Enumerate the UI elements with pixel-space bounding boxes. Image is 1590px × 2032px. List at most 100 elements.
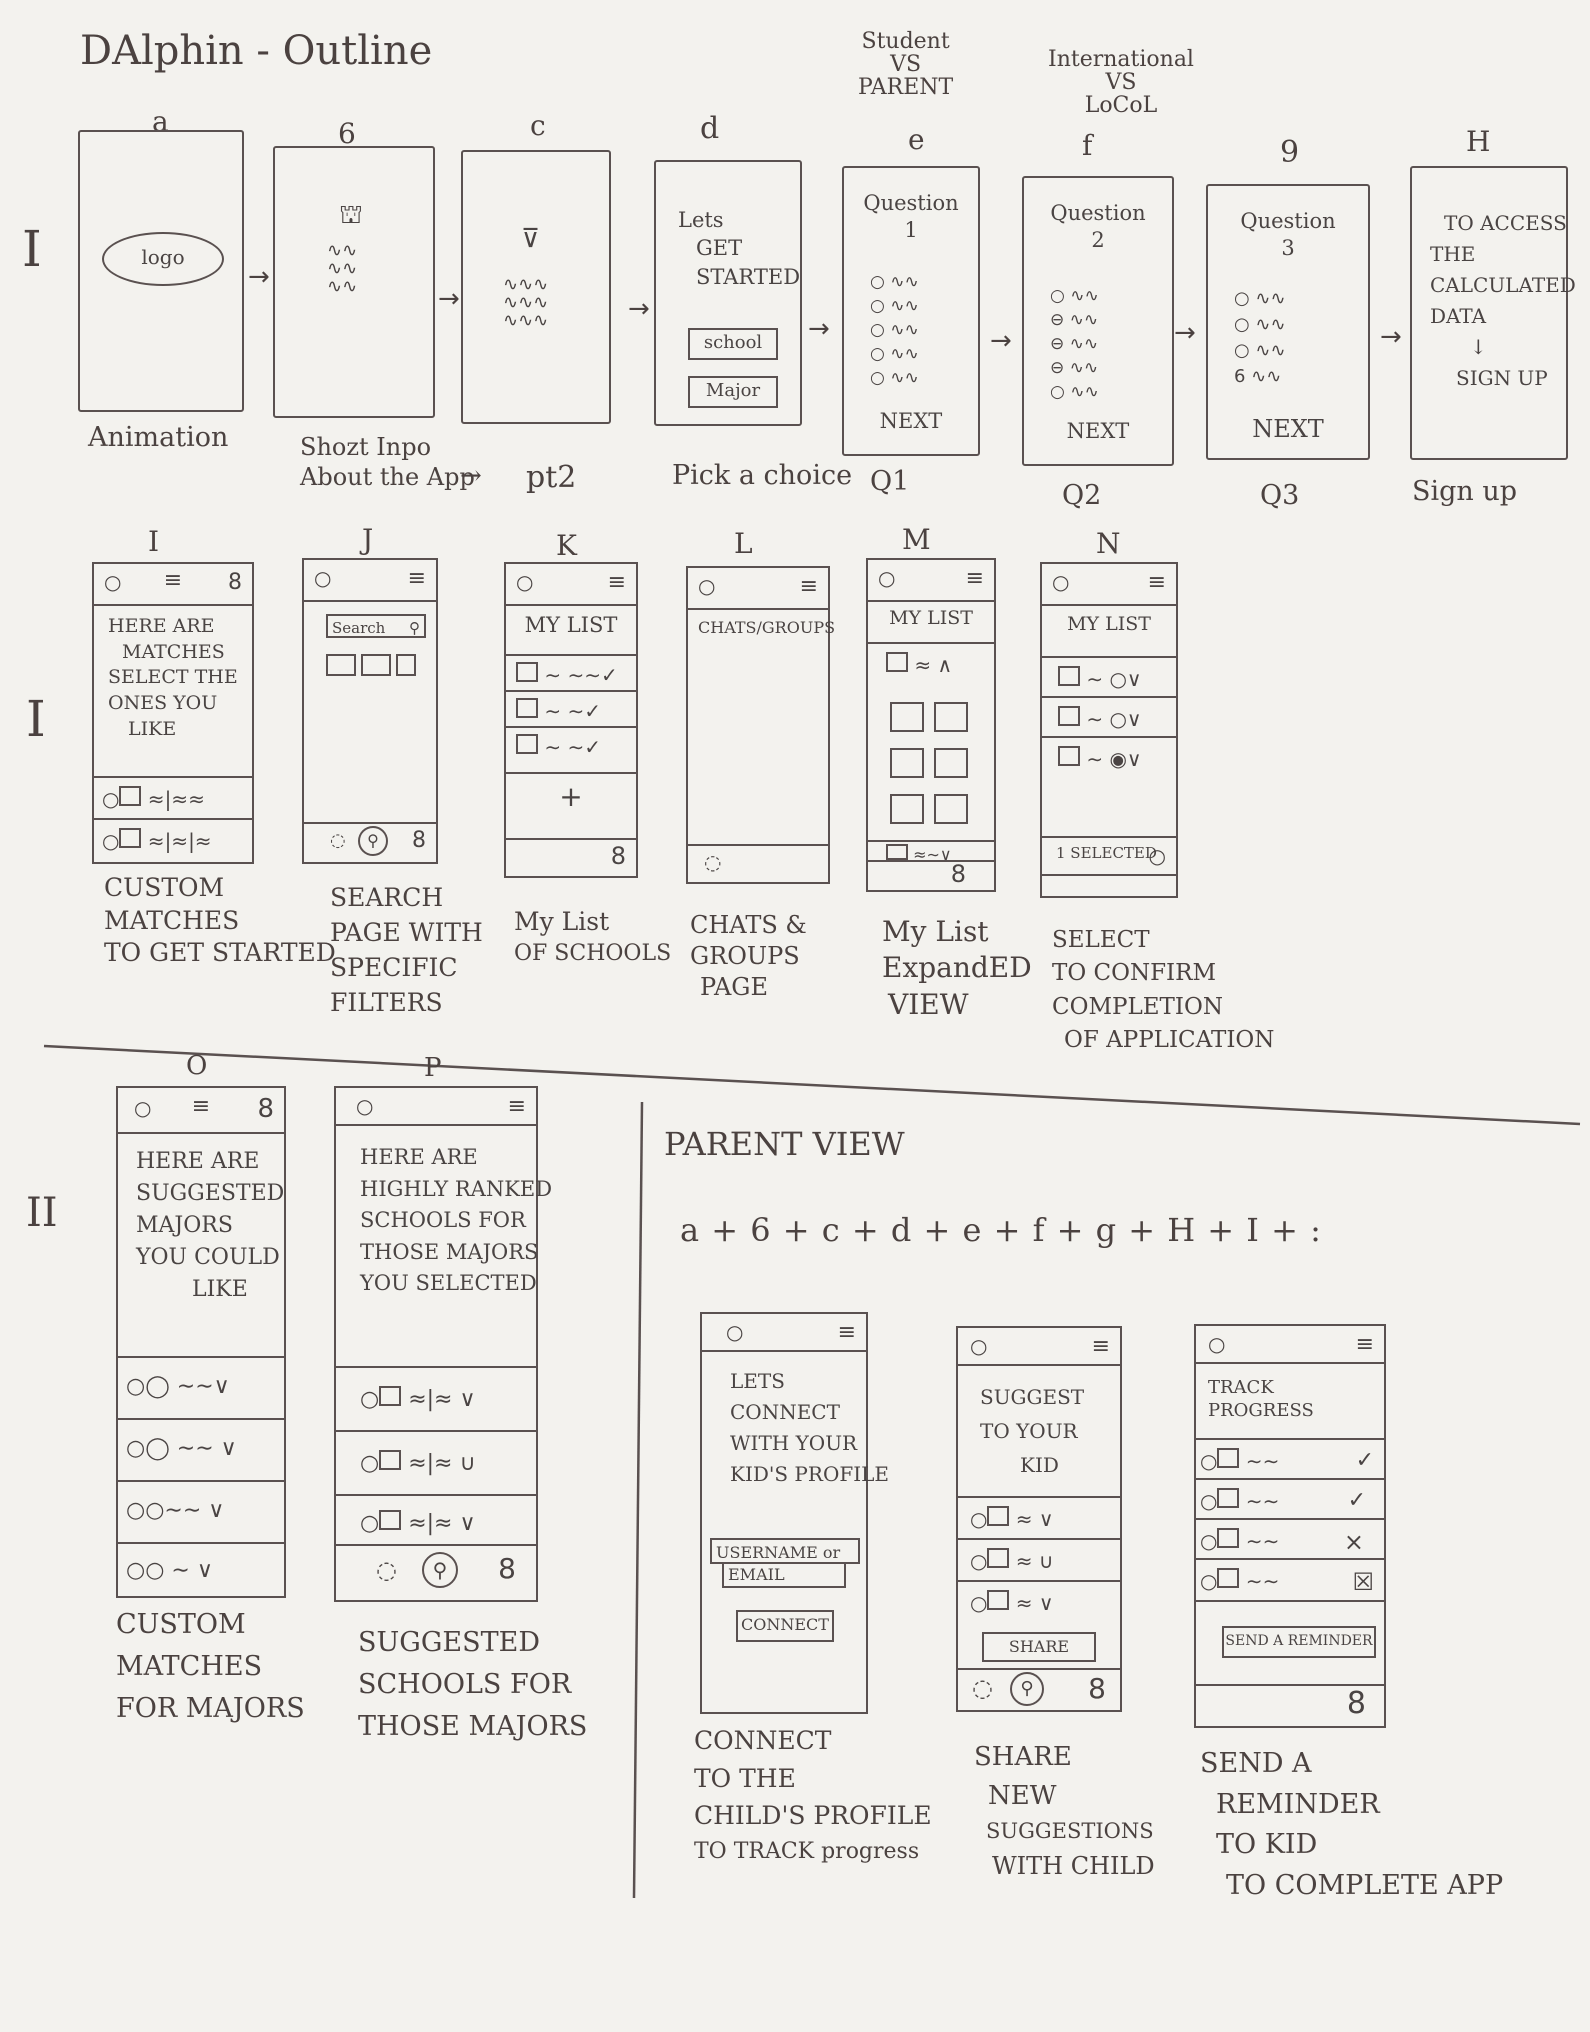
chat-icon[interactable]: ◌ (972, 1674, 993, 1702)
match-row[interactable]: ○ ≈|≈|≈ (94, 818, 252, 864)
profile-icon[interactable]: 8 (610, 842, 626, 870)
progress-row[interactable]: ○ ∼∼✓ (1196, 1438, 1384, 1480)
school-row[interactable]: ∼ ◉∨ (1042, 736, 1176, 778)
menu-icon[interactable]: ≡ (163, 568, 183, 593)
profile-icon[interactable]: 8 (412, 828, 426, 853)
selected-count-bar[interactable]: 1 SELECTED ○ (1042, 836, 1176, 876)
menu-icon[interactable]: ≡ (837, 1320, 856, 1345)
ranked-school-row[interactable]: ○ ≈|≈ ∪ (336, 1430, 536, 1496)
home-icon[interactable]: ○ (104, 570, 122, 594)
chat-icon[interactable]: ◌ (376, 1556, 397, 1584)
major-row[interactable]: ○◯ ∼∼∨ (118, 1356, 284, 1420)
menu-icon[interactable]: ≡ (507, 1094, 526, 1119)
connect-intro: LETS CONNECT WITH YOUR KID'S PROFILE (730, 1366, 889, 1490)
next-button[interactable]: NEXT (879, 409, 943, 433)
search-nav-icon[interactable]: ⚲ (422, 1552, 458, 1588)
home-icon[interactable]: ○ (726, 1320, 744, 1344)
expanded-row[interactable]: ≈ ∧ (868, 642, 994, 684)
progress-row[interactable]: ○ ∼∼✓ (1196, 1478, 1384, 1520)
arrow-right-icon: → (1174, 318, 1196, 348)
home-icon[interactable]: ○ (970, 1334, 988, 1358)
filter-boxes[interactable] (326, 654, 417, 680)
school-choice-button[interactable]: school (688, 328, 778, 360)
school-row[interactable]: ∼ ∼∼✓ (506, 654, 636, 692)
school-row[interactable]: ∼ ○∨ (1042, 656, 1176, 698)
profile-icon[interactable]: 8 (1088, 1672, 1106, 1705)
home-icon[interactable]: ○ (1052, 570, 1070, 594)
profile-icon[interactable]: 8 (1346, 1686, 1366, 1721)
caption-custom-matches: CUSTOM MATCHES TO GET STARTED (104, 872, 336, 970)
search-nav-icon[interactable]: ⚲ (358, 826, 388, 856)
menu-icon[interactable]: ≡ (1355, 1332, 1374, 1357)
arrow-right-icon: → (438, 284, 460, 314)
next-button[interactable]: NEXT (1066, 419, 1130, 443)
school-icon: ⛫ (339, 200, 363, 230)
progress-row[interactable]: ○ ∼∼☒ (1196, 1558, 1384, 1602)
chat-icon[interactable]: ◌ (704, 850, 722, 874)
home-icon[interactable]: ○ (1208, 1332, 1226, 1356)
text-line: STARTED (696, 264, 801, 289)
menu-icon[interactable]: ≡ (407, 566, 426, 591)
match-row[interactable]: ○ ≈|≈≈ (94, 776, 252, 822)
home-icon[interactable]: ○ (698, 574, 716, 598)
email-field[interactable]: EMAIL (722, 1564, 846, 1588)
frame-question-3: Question 3 ○ ∿∿○ ∿∿○ ∿∿6 ∿∿ NEXT (1206, 184, 1370, 460)
menu-icon[interactable]: ≡ (191, 1094, 211, 1119)
caption-line: SEARCH (330, 883, 444, 912)
expanded-row[interactable]: ≈∼∨ (868, 840, 994, 868)
search-nav-icon[interactable]: ⚲ (1010, 1672, 1044, 1706)
menu-icon[interactable]: ≡ (799, 574, 818, 599)
menu-icon[interactable]: ≡ (965, 566, 984, 591)
text-line: LIKE (192, 1276, 248, 1302)
school-row[interactable]: ∼ ∼✓ (506, 726, 636, 764)
home-icon[interactable]: ○ (134, 1096, 152, 1120)
caption-line: SEND A (1200, 1748, 1312, 1779)
arrow-right-icon: → (460, 461, 482, 491)
menu-icon[interactable]: ≡ (1091, 1334, 1110, 1359)
chat-icon[interactable]: ◌ (330, 830, 346, 851)
frame-letter: H (1466, 125, 1491, 158)
major-row[interactable]: ○○∼∼ ∨ (118, 1480, 284, 1544)
school-row[interactable]: ∼ ○∨ (1042, 696, 1176, 738)
major-choice-button[interactable]: Major (688, 376, 778, 408)
note-international-vs-local: International VS LoCoL (1048, 48, 1194, 117)
profile-icon[interactable]: 8 (228, 570, 242, 595)
major-row[interactable]: ○○ ∼ ∨ (118, 1542, 284, 1602)
phone-search: ○ ≡ Search ⚲ ◌ ⚲ 8 (302, 558, 438, 864)
search-input[interactable]: Search ⚲ (326, 614, 426, 638)
ranked-school-row[interactable]: ○ ≈|≈ ∨ (336, 1366, 536, 1432)
major-row[interactable]: ○◯ ∼∼ ∨ (118, 1418, 284, 1482)
profile-icon[interactable]: 8 (950, 860, 966, 888)
menu-icon[interactable]: ≡ (607, 570, 626, 595)
bottom-nav: 8 (868, 860, 994, 890)
menu-icon[interactable]: ≡ (1147, 570, 1166, 595)
suggestion-row[interactable]: ○ ≈ ∨ (958, 1496, 1120, 1540)
ranked-school-row[interactable]: ○ ≈|≈ ∨ (336, 1494, 536, 1550)
school-row[interactable]: ∼ ∼✓ (506, 690, 636, 728)
home-icon[interactable]: ○ (878, 566, 896, 590)
suggestion-row[interactable]: ○ ≈ ∨ (958, 1580, 1120, 1624)
question-number: 1 (904, 218, 918, 243)
caption-line: CUSTOM (116, 1609, 246, 1640)
frame-pick-choice: Lets GET STARTED school Major (654, 160, 802, 426)
radio-icon[interactable]: ○ (1148, 844, 1166, 868)
caption-majors: CUSTOM MATCHES FOR MAJORS (116, 1604, 305, 1730)
progress-row[interactable]: ○ ∼∼× (1196, 1518, 1384, 1560)
question-label: Question (863, 191, 959, 215)
next-button[interactable]: NEXT (1252, 415, 1324, 443)
share-button[interactable]: SHARE (982, 1632, 1096, 1662)
caption-short-info: Shozt Inpo About the App (300, 432, 475, 492)
add-school-icon[interactable]: + (506, 772, 636, 813)
home-icon[interactable]: ○ (356, 1094, 374, 1118)
profile-icon[interactable]: 8 (257, 1094, 274, 1124)
phone-suggested-majors: ○ ≡ 8 HERE ARE SUGGESTED MAJORS YOU COUL… (116, 1086, 286, 1598)
suggestion-row[interactable]: ○ ≈ ∪ (958, 1538, 1120, 1582)
send-reminder-button[interactable]: SEND A REMINDER (1222, 1626, 1376, 1658)
sign-up-button[interactable]: SIGN UP (1456, 366, 1548, 390)
home-icon[interactable]: ○ (516, 570, 534, 594)
connect-button[interactable]: CONNECT (736, 1610, 834, 1642)
username-field[interactable]: USERNAME or (710, 1538, 860, 1564)
profile-icon[interactable]: 8 (498, 1552, 516, 1585)
arrow-right-icon: → (990, 326, 1012, 356)
home-icon[interactable]: ○ (314, 566, 332, 590)
